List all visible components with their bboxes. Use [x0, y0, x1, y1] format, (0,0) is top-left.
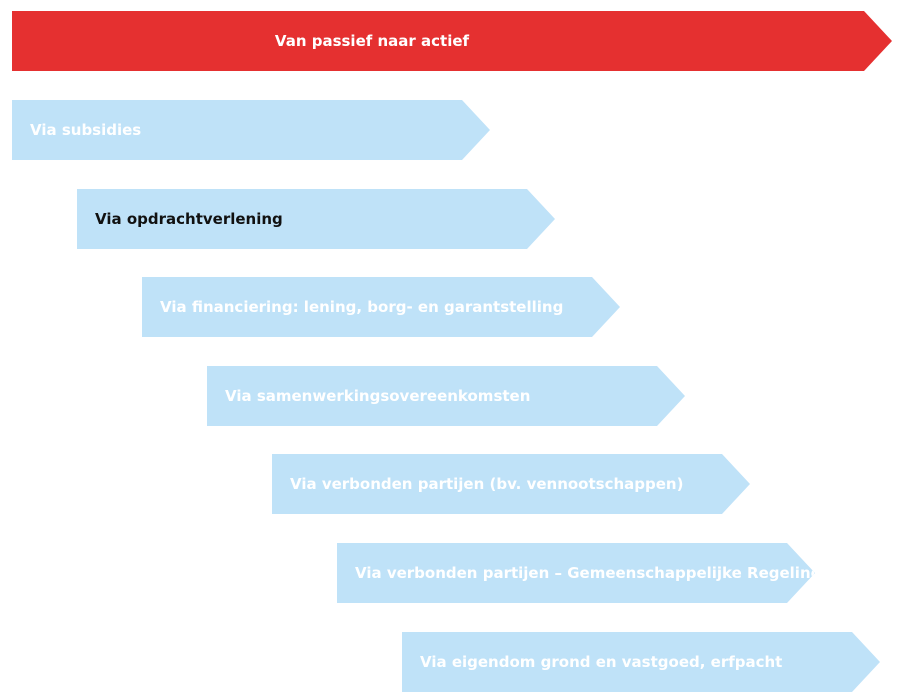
step-arrow-subsidies: Via subsidies — [12, 100, 490, 160]
step-arrow-verbonden-partijen-vennootschappen: Via verbonden partijen (bv. vennootschap… — [272, 454, 750, 514]
step-arrow-opdrachtverlening: Via opdrachtverlening — [77, 189, 555, 249]
step-arrow-label: Via samenwerkingsovereenkomsten — [225, 387, 531, 405]
step-arrow-label: Via verbonden partijen – Gemeenschappeli… — [355, 564, 843, 582]
step-arrow-label: Via financiering: lening, borg- en garan… — [160, 298, 564, 316]
step-arrow-label: Via verbonden partijen (bv. vennootschap… — [290, 475, 684, 493]
step-arrow-label: Via eigendom grond en vastgoed, erfpacht — [420, 653, 783, 671]
step-arrow-samenwerkingsovereenkomsten: Via samenwerkingsovereenkomsten — [207, 366, 685, 426]
step-arrow-eigendom-grond: Via eigendom grond en vastgoed, erfpacht — [402, 632, 880, 692]
header-arrow: Van passief naar actief — [12, 11, 892, 71]
step-arrow-label: Via subsidies — [30, 121, 142, 139]
header-arrow-label: Van passief naar actief — [274, 32, 470, 50]
step-arrow-label: Via opdrachtverlening — [95, 210, 283, 228]
step-arrow-verbonden-partijen-regelingen: Via verbonden partijen – Gemeenschappeli… — [337, 543, 815, 603]
step-arrow-financiering: Via financiering: lening, borg- en garan… — [142, 277, 620, 337]
